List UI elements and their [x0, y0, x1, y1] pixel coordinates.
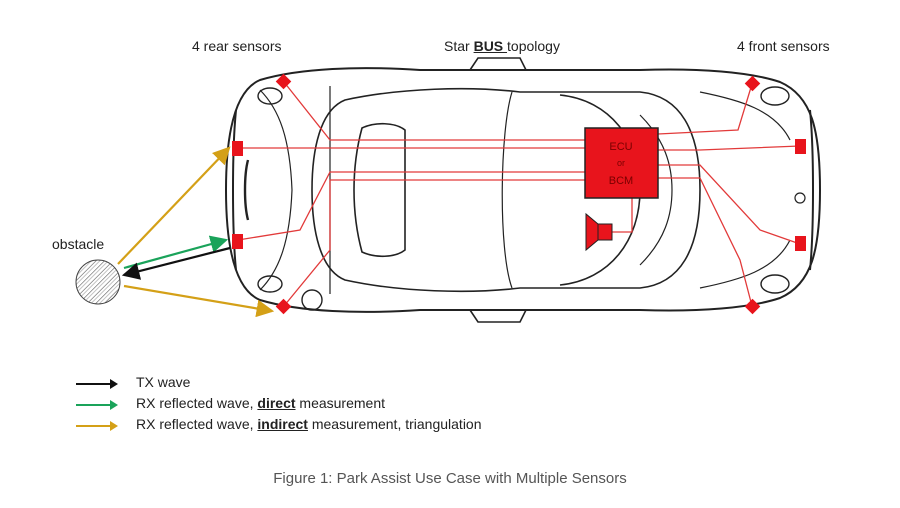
buzzer-icon — [585, 212, 613, 252]
obstacle-label: obstacle — [52, 236, 105, 252]
legend-text: RX reflected wave, direct measurement — [136, 395, 385, 411]
ecu-line2: or — [617, 158, 625, 168]
sensor-front-bottom — [744, 298, 761, 315]
front-sensors — [744, 75, 806, 315]
topology-label: Star BUS topology — [444, 38, 560, 54]
figure-caption: Figure 1: Park Assist Use Case with Mult… — [273, 470, 627, 487]
legend-rx-indirect-arrow — [76, 421, 118, 431]
ecu-line1: ECU — [609, 141, 632, 153]
rx-indirect-arrow-top — [117, 146, 231, 265]
ecu-line3: BCM — [609, 175, 633, 187]
car-outline — [224, 57, 822, 323]
legend-text: RX reflected wave, indirect measurement,… — [136, 416, 482, 432]
topology-prefix: Star — [444, 38, 474, 54]
sensor-rear-mid-top — [232, 141, 243, 156]
tx-arrow — [121, 246, 231, 280]
sensor-front-mid-top — [795, 139, 806, 154]
topology-bus: BUS — [473, 38, 508, 54]
obstacle-circle — [75, 259, 121, 305]
wave-arrows — [117, 146, 275, 318]
sensor-front-mid-bottom — [795, 236, 806, 251]
sensor-rear-bottom — [275, 298, 292, 315]
bus-wiring — [237, 81, 801, 307]
rx-indirect-arrow-bottom — [123, 284, 275, 318]
topology-suffix: topology — [507, 38, 560, 54]
sensor-rear-mid-bottom — [232, 234, 243, 249]
legend-text: TX wave — [136, 374, 191, 390]
front-sensors-label: 4 front sensors — [737, 38, 830, 54]
legend-tx-arrow — [76, 379, 118, 389]
legend-rx-direct-arrow — [76, 400, 118, 410]
sensor-front-top — [744, 75, 761, 92]
ecu-box — [584, 127, 659, 199]
rear-sensors-label: 4 rear sensors — [192, 38, 282, 54]
